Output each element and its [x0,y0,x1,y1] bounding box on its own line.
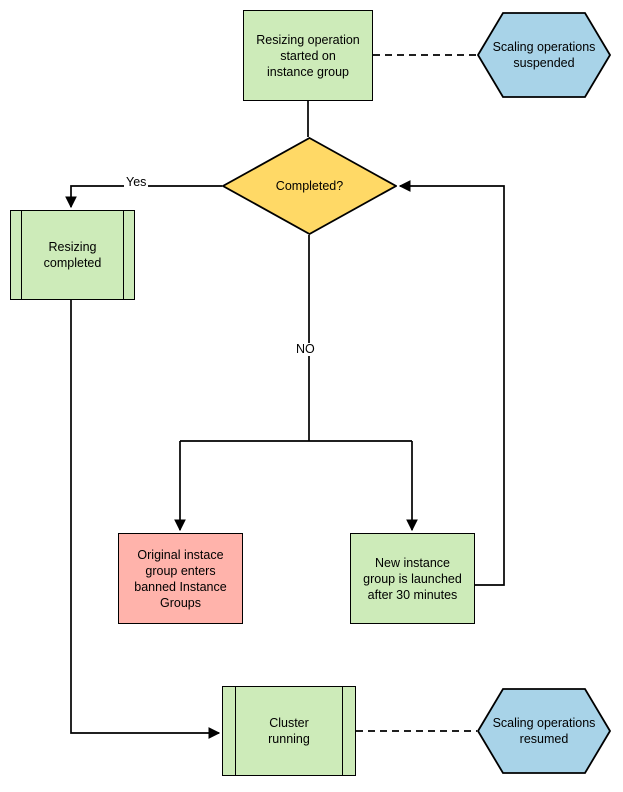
node-resizing-completed-label: Resizing completed [43,240,102,270]
node-original-group-banned[interactable]: Original instace group enters banned Ins… [118,533,243,624]
edge-resizing-to-cluster [70,300,221,739]
node-cluster-running[interactable]: Cluster running [222,686,356,776]
node-completed-decision[interactable]: Completed? [222,137,397,235]
predef-bar-left [235,687,236,775]
node-new-group-launched-label: New instance group is launched after 30 … [363,555,462,602]
edge-label-no: NO [294,342,317,356]
node-scaling-resumed-label: Scaling operations resumed [492,716,596,746]
node-resizing-started[interactable]: Resizing operation started on instance g… [243,10,373,101]
predef-bar-right [342,687,343,775]
node-resizing-started-label: Resizing operation started on instance g… [256,32,360,79]
edge-decision-yes [65,185,222,209]
hexagon-shape [477,12,611,98]
diamond-shape [222,137,397,235]
edge-new-group-to-decision [398,180,505,586]
node-cluster-running-label: Cluster running [268,716,310,746]
predef-bar-left [21,211,22,299]
hexagon-shape [477,688,611,774]
node-scaling-suspended[interactable]: Scaling operations suspended [477,12,611,98]
edge-label-yes: Yes [124,175,149,189]
node-completed-decision-label: Completed? [275,179,344,193]
node-original-group-banned-label: Original instace group enters banned Ins… [134,547,227,610]
node-scaling-resumed[interactable]: Scaling operations resumed [477,688,611,774]
node-resizing-completed[interactable]: Resizing completed [10,210,135,300]
node-scaling-suspended-label: Scaling operations suspended [492,40,596,70]
node-new-group-launched[interactable]: New instance group is launched after 30 … [350,533,475,624]
predef-bar-right [123,211,124,299]
edge-decision-no [180,235,412,442]
